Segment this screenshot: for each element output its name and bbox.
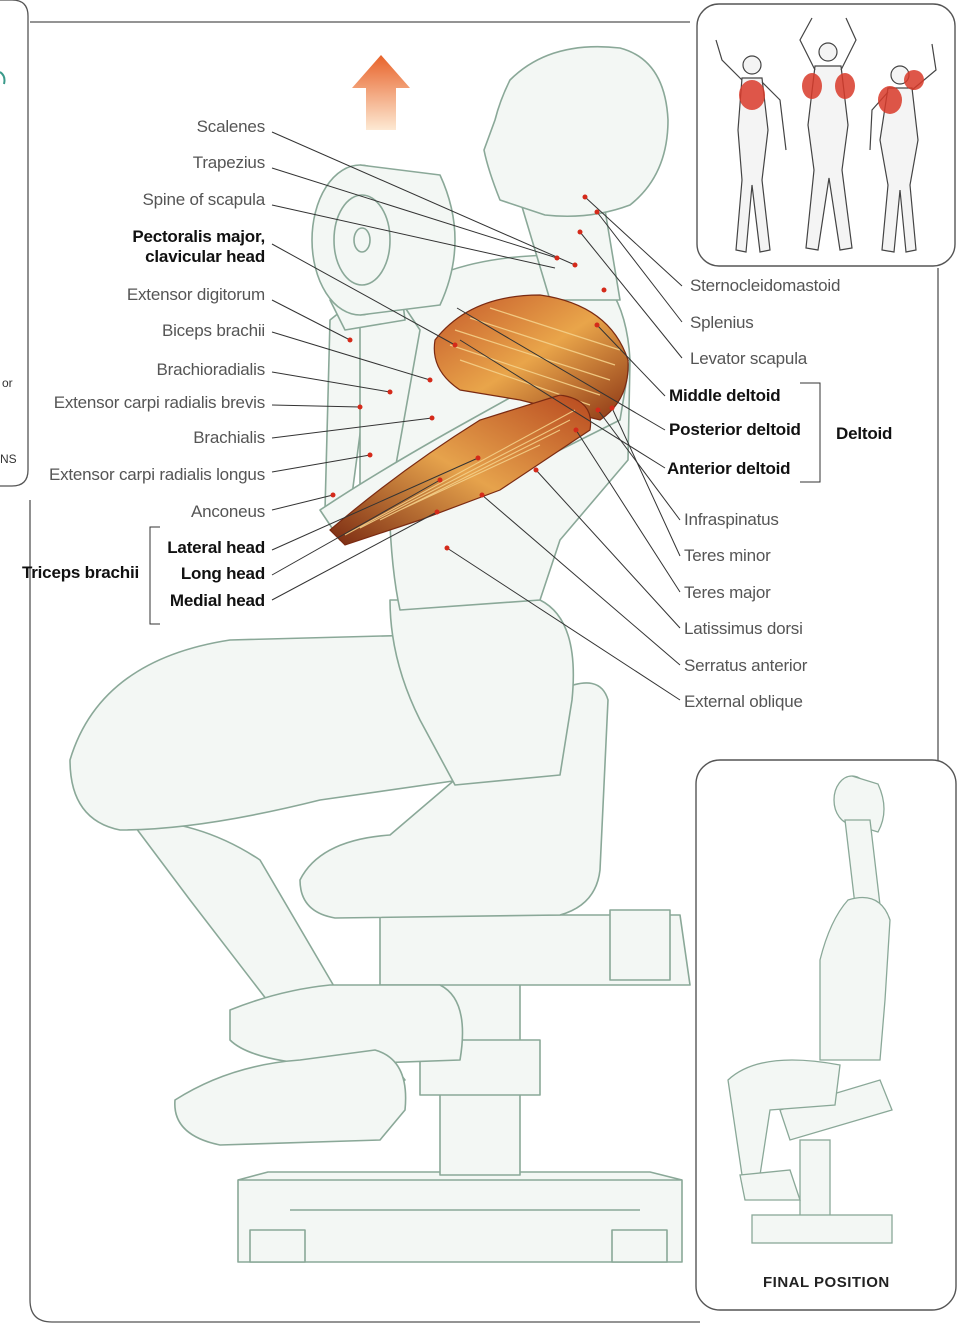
label-teres-minor: Teres minor [684,546,771,566]
label-brachioradialis: Brachioradialis [157,360,266,380]
arrow-up-icon [352,55,410,130]
head [484,47,668,217]
label-posterior-deltoid: Posterior deltoid [669,420,801,440]
final-position-caption: FINAL POSITION [763,1274,890,1291]
label-sternocleidomastoid: Sternocleidomastoid [690,276,840,296]
label-extensor-digitorum: Extensor digitorum [127,285,265,305]
bench-foot-left [250,1230,305,1262]
deltoid-bracket [800,383,820,482]
inset-muscle-map [697,4,955,266]
label-latissimus-dorsi: Latissimus dorsi [684,619,803,639]
triceps-bracket [150,527,160,624]
label-pectoralis-major-line2: clavicular head [145,247,265,267]
label-levator-scapula: Levator scapula [690,349,807,369]
label-triceps-lateral-head: Lateral head [167,538,265,558]
label-triceps-medial-head: Medial head [170,591,265,611]
label-pectoralis-major-line1: Pectoralis major, [132,227,265,247]
label-splenius: Splenius [690,313,754,333]
left-edge-fragment-2: NS [0,452,17,466]
shoe-front [175,1050,406,1145]
inset-final-position [696,760,956,1310]
label-middle-deltoid: Middle deltoid [669,386,780,406]
label-anterior-deltoid: Anterior deltoid [667,459,790,479]
label-deltoid-group: Deltoid [836,424,892,444]
label-trapezius: Trapezius [193,153,265,173]
label-triceps-brachii-group: Triceps brachii [22,563,139,583]
left-panel-mark [0,72,5,84]
left-edge-fragment-1: or [2,376,13,390]
label-triceps-long-head: Long head [181,564,265,584]
label-biceps-brachii: Biceps brachii [162,321,265,341]
label-serratus-anterior: Serratus anterior [684,656,807,676]
label-spine-of-scapula: Spine of scapula [143,190,266,210]
label-infraspinatus: Infraspinatus [684,510,779,530]
label-scalenes: Scalenes [197,117,265,137]
label-extensor-carpi-radialis-longus: Extensor carpi radialis longus [49,465,265,485]
bench-foot-right [612,1230,667,1262]
label-extensor-carpi-radialis-brevis: Extensor carpi radialis brevis [54,393,265,413]
label-external-oblique: External oblique [684,692,803,712]
label-brachialis: Brachialis [193,428,265,448]
left-panel-edge [0,0,28,486]
label-anconeus: Anconeus [191,502,265,522]
label-teres-major: Teres major [684,583,771,603]
